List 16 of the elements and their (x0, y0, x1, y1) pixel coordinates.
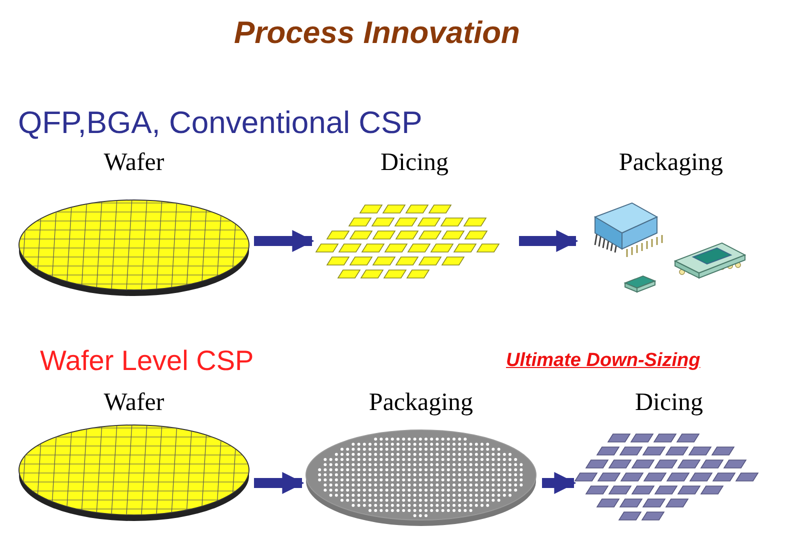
step-label: Dicing (380, 150, 449, 175)
process-step (16, 390, 252, 523)
step-label: Packaging (618, 150, 724, 175)
block-arrow (254, 230, 314, 252)
section-heading: Wafer Level CSP (40, 344, 254, 378)
block-arrow (254, 472, 304, 494)
block-arrow (519, 230, 578, 252)
step-label: Packaging (368, 390, 474, 415)
process-step (16, 150, 252, 298)
section-heading: QFP,BGA, Conventional CSP (18, 104, 422, 142)
step-label: Wafer (104, 390, 164, 415)
highlight-note: Ultimate Down-Sizing (506, 349, 700, 373)
step-label: Wafer (104, 150, 164, 175)
title: Process Innovation (234, 14, 520, 52)
step-label: Dicing (634, 390, 704, 415)
block-arrow (542, 472, 576, 494)
